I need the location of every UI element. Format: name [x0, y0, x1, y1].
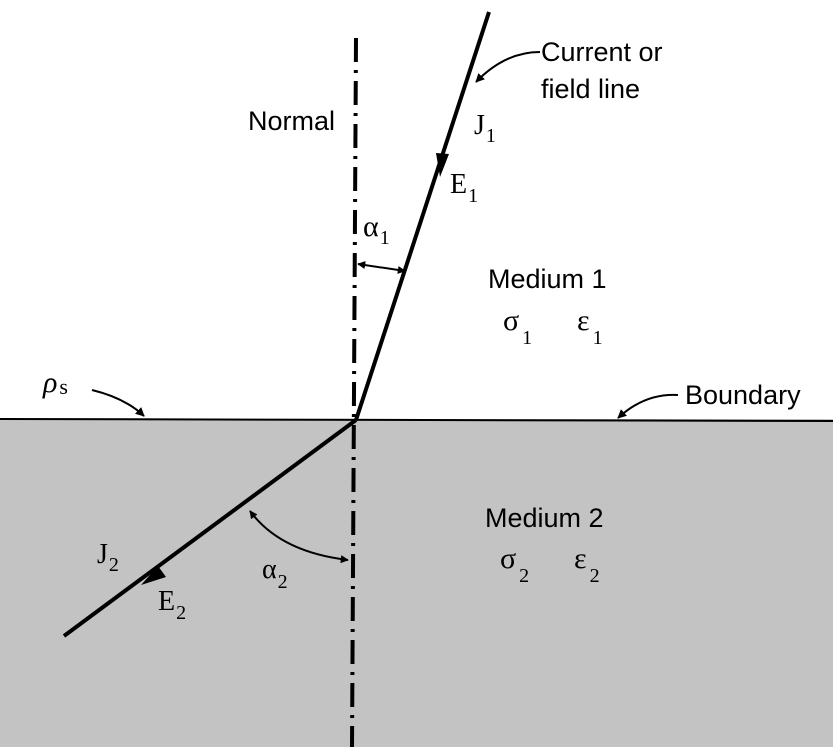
normal-line: [350, 37, 358, 747]
alpha1-arrow: [357, 261, 406, 274]
e2-label: E2: [158, 586, 186, 624]
alpha2-label: α2: [262, 554, 288, 593]
medium1-sigma: σ1: [503, 304, 532, 349]
alpha1-label: α1: [363, 210, 390, 249]
boundary-label: Boundary: [685, 380, 801, 410]
alpha2-arrow: [249, 510, 349, 564]
normal-label: Normal: [248, 106, 335, 136]
boundary-line: [0, 418, 833, 422]
field-line-medium1: [354, 11, 491, 421]
medium2-region: [0, 419, 833, 747]
rho-s-leader: [91, 389, 145, 417]
current-line-leader: [475, 51, 541, 83]
medium2-epsilon: ε2: [574, 542, 600, 587]
medium1-epsilon: ε1: [577, 304, 603, 349]
j2-label: J2: [97, 539, 119, 576]
e1-label: E1: [450, 169, 478, 207]
field-line-medium2: [62, 418, 358, 638]
j1-label: J1: [474, 110, 496, 147]
current-line-label: Current or field line: [541, 37, 670, 104]
rho-s-label: ρs: [42, 366, 68, 399]
field-line1-arrow: [436, 153, 449, 177]
medium2-name: Medium 2: [485, 503, 604, 533]
boundary-leader: [617, 393, 679, 419]
field-line2-arrow: [141, 566, 166, 585]
medium2-sigma: σ2: [500, 542, 529, 587]
medium1-name: Medium 1: [488, 264, 607, 294]
